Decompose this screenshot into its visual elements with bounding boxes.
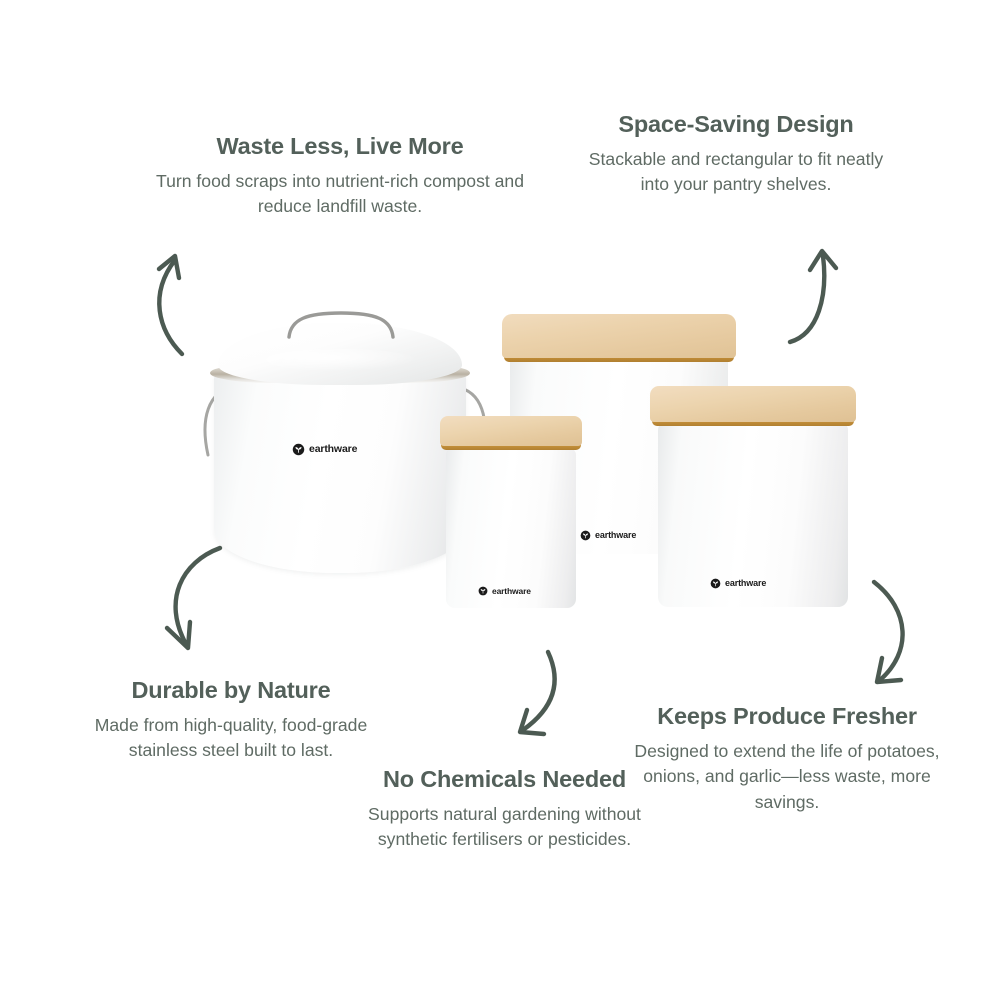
feature-body: Stackable and rectangular to fit neatly … xyxy=(588,149,884,195)
feature-no-chemicals: No Chemicals Needed Supports natural gar… xyxy=(352,765,657,853)
bin-lid-handle-icon xyxy=(287,311,395,339)
leaf-in-circle-icon xyxy=(710,578,721,589)
large-canister-bamboo-lid xyxy=(502,314,736,358)
product-compost-bin: earthware xyxy=(196,305,496,590)
feature-produce-fresher: Keeps Produce Fresher Designed to extend… xyxy=(632,702,942,815)
feature-body: Supports natural gardening without synth… xyxy=(368,804,641,850)
feature-title: Space-Saving Design xyxy=(618,111,854,137)
feature-title: No Chemicals Needed xyxy=(382,766,627,792)
small-canister-lid-edge xyxy=(441,442,581,450)
tall-canister-body xyxy=(658,422,848,607)
small-canister-body xyxy=(446,448,576,608)
brand-name: earthware xyxy=(725,578,767,588)
feature-title: Keeps Produce Fresher xyxy=(657,703,917,729)
bin-lid-highlight xyxy=(266,349,416,371)
feature-waste-less: Waste Less, Live More Turn food scraps i… xyxy=(150,132,530,220)
brand-name: earthware xyxy=(492,585,531,596)
brand-lockup-compost-bin: earthware xyxy=(292,443,357,456)
feature-space-saving: Space-Saving Design Stackable and rectan… xyxy=(576,110,896,198)
product-small-canister: earthware xyxy=(438,408,586,616)
leaf-in-circle-icon xyxy=(292,443,305,456)
feature-durable: Durable by Nature Made from high-quality… xyxy=(86,676,376,764)
arrow-bottom-right-icon xyxy=(871,579,905,685)
arrow-top-right-icon xyxy=(787,248,839,345)
bin-body xyxy=(214,373,466,573)
bin-lid xyxy=(218,323,462,385)
arrow-bottom-left-icon xyxy=(164,545,223,651)
feature-body: Turn food scraps into nutrient-rich comp… xyxy=(155,171,525,217)
brand-name: earthware xyxy=(309,443,358,456)
leaf-in-circle-icon xyxy=(580,530,591,541)
brand-name: earthware xyxy=(595,530,637,540)
feature-title: Waste Less, Live More xyxy=(216,133,464,159)
feature-body: Made from high-quality, food-grade stain… xyxy=(94,715,368,761)
brand-lockup-large-canister: earthware xyxy=(580,530,636,541)
brand-lockup-small-canister: earthware xyxy=(478,586,531,596)
feature-body: Designed to extend the life of potatoes,… xyxy=(634,741,940,812)
feature-title: Durable by Nature xyxy=(131,677,331,703)
arrow-bottom-center-icon xyxy=(517,649,557,737)
small-canister-bamboo-lid xyxy=(440,416,582,446)
product-tall-canister: earthware xyxy=(648,378,860,618)
leaf-in-circle-icon xyxy=(478,586,488,596)
brand-lockup-tall-canister: earthware xyxy=(710,578,766,589)
tall-canister-bamboo-lid xyxy=(650,386,856,422)
arrow-top-left-icon xyxy=(156,253,185,357)
